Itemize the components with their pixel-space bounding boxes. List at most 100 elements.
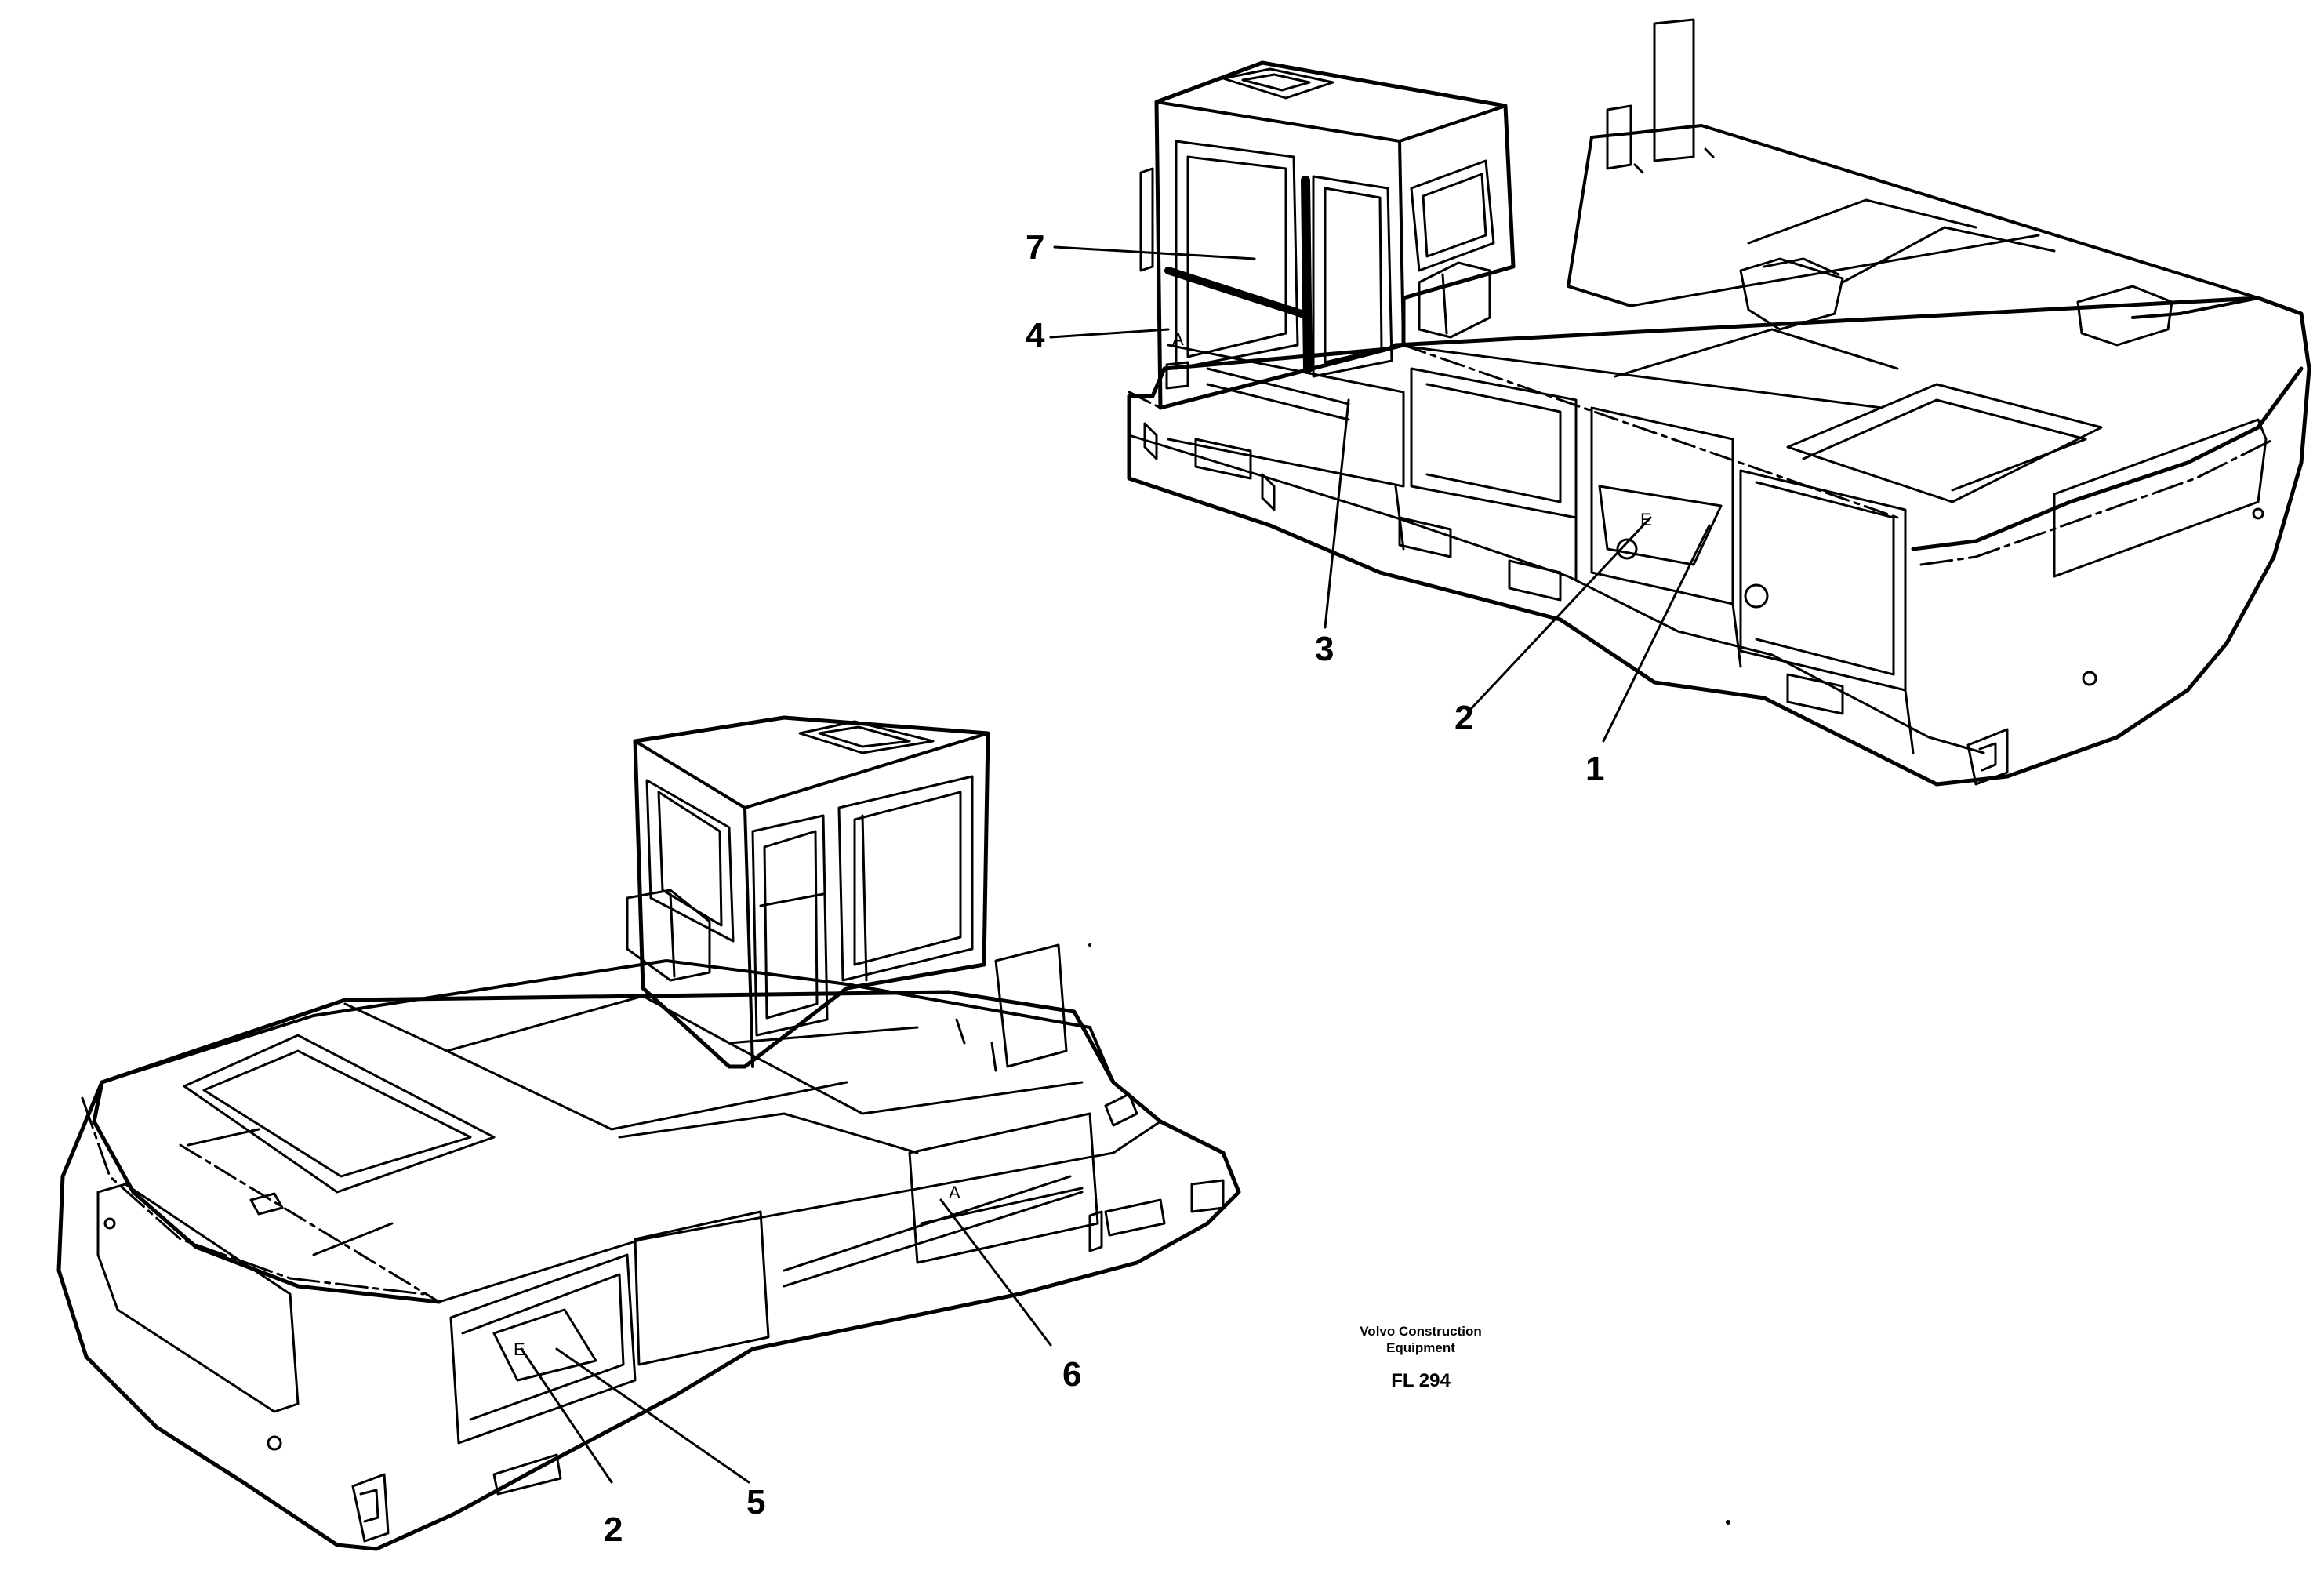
upper-side-step-4 <box>1786 673 1844 715</box>
upper-decal-large <box>1598 485 1723 566</box>
lower-counterweight-bolt-2 <box>103 1217 116 1230</box>
upper-rear-box <box>2076 285 2173 347</box>
lower-counterweight-bolt <box>267 1435 282 1451</box>
upper-service-door-2 <box>1590 406 1734 605</box>
upper-cab-seal-horizontal <box>1164 267 1305 318</box>
upper-deck-seam-5 <box>1614 328 1899 378</box>
upper-hood-vent <box>1739 257 1844 331</box>
callout-7: 7 <box>1026 228 1044 267</box>
upper-cab-side-window <box>1175 140 1299 370</box>
upper-skirt-panel <box>1394 485 1915 754</box>
lower-deck-seam-6 <box>187 1128 394 1256</box>
upper-side-step-1 <box>1194 438 1252 480</box>
lower-deck-dashed-edge <box>179 1143 441 1303</box>
upper-service-door-3-inner <box>1755 481 1895 676</box>
lower-deck-seam-3 <box>641 994 919 1045</box>
leader-line-5 <box>555 1347 750 1484</box>
upper-mark-a: A <box>1172 329 1184 349</box>
lower-cab-door-bar <box>759 892 825 907</box>
lower-side-door-3 <box>908 1112 1099 1264</box>
upper-deck-seam-1 <box>1747 198 1977 245</box>
lower-large-hatch <box>183 1034 496 1194</box>
lower-side-bracket-2 <box>1104 1092 1138 1127</box>
leader-line-7 <box>1053 245 1256 260</box>
lower-cab-side-window-inner <box>853 791 962 966</box>
upper-cab-skylight <box>1222 67 1334 100</box>
callout-4: 4 <box>1026 316 1045 354</box>
upper-side-step-3 <box>1508 559 1562 602</box>
lower-cab-skylight <box>798 720 935 754</box>
upper-counterweight-window <box>2053 418 2268 578</box>
lower-deck-seam-5 <box>618 1112 919 1154</box>
lower-cab-skylight-inner <box>818 725 911 748</box>
upper-side-bracket-1 <box>1143 422 1158 460</box>
lower-counterweight-inner <box>81 1096 425 1296</box>
lower-exhaust-tabs <box>955 1018 997 1072</box>
upper-exhaust-stack-1 <box>1653 18 1695 162</box>
lower-front-bumper-detail <box>359 1489 379 1523</box>
lower-mark-a: A <box>949 1183 960 1202</box>
upper-cab-grip <box>1139 167 1154 272</box>
lower-front-bumper <box>351 1473 390 1543</box>
lower-side-step-2 <box>1190 1179 1225 1213</box>
lower-machine <box>56 715 1241 1551</box>
lower-cab-door-window <box>751 814 829 1037</box>
upper-cab-door-window <box>1312 175 1393 378</box>
lower-skirt-panel <box>492 1453 562 1496</box>
lower-cab-front-window-inner <box>657 791 723 927</box>
leader-line-4 <box>1049 328 1170 339</box>
leader-line-6 <box>939 1198 1052 1347</box>
lower-counterweight-window <box>96 1183 300 1413</box>
upper-deck-dashed-edge <box>1128 344 1899 519</box>
upper-cab-front-window <box>1410 159 1495 272</box>
lower-exhaust-plate <box>994 943 1068 1068</box>
upper-cab-light-face <box>1441 273 1448 335</box>
lower-deck-seam-4 <box>728 1042 1084 1115</box>
upper-side-bracket-2 <box>1261 473 1276 511</box>
upper-large-hatch <box>1786 383 2103 503</box>
upper-cab-side-window-inner <box>1186 155 1287 358</box>
callout-1: 1 <box>1585 750 1604 788</box>
lower-side-step-1 <box>1104 1198 1166 1237</box>
upper-cab-front-edge <box>1398 140 1405 347</box>
upper-machine <box>1127 18 2311 787</box>
lower-cab-side-window <box>837 775 974 982</box>
leader-line-2b <box>520 1347 613 1484</box>
upper-counterweight <box>1911 366 2304 551</box>
lower-side-bracket-1 <box>1088 1210 1103 1252</box>
lower-cab-roof-edge <box>634 732 990 809</box>
lower-side-panel-front <box>438 1120 1162 1303</box>
lower-side-strip-2 <box>783 1175 1072 1272</box>
upper-deck-seam-4 <box>1394 344 1883 409</box>
speck-2 <box>1088 943 1091 947</box>
upper-engine-hood-front <box>1567 136 1632 307</box>
upper-hood-vent-top <box>1763 257 1840 276</box>
upper-counterweight-inner <box>1919 438 2275 566</box>
diagram-caption: Volvo Construction Equipment FL 294 <box>1360 1324 1482 1391</box>
speck-1 <box>1726 1520 1730 1525</box>
lower-hatch-latch <box>249 1192 284 1216</box>
lower-deck-top <box>100 959 1115 1084</box>
lower-cab-light-face <box>669 892 676 978</box>
lower-side-door-1-inner <box>461 1273 625 1421</box>
callout-2-upper: 2 <box>1454 699 1473 737</box>
lower-side-door-2 <box>634 1210 770 1366</box>
upper-service-door-1-inner <box>1425 383 1562 503</box>
leader-lines <box>520 245 1711 1484</box>
upper-door-latch-1 <box>1744 583 1769 609</box>
upper-rear-bumper <box>1966 728 2009 786</box>
upper-engine-hood <box>1590 124 2260 319</box>
leader-line-1 <box>1602 524 1711 743</box>
upper-cab-lower-strip <box>1206 367 1350 405</box>
callout-5: 5 <box>746 1483 765 1521</box>
upper-cab-light <box>1418 261 1491 339</box>
upper-mark-e: E <box>1640 510 1652 529</box>
upper-cab-skylight-inner <box>1241 73 1311 92</box>
upper-rear-bumper-detail <box>1978 742 1997 772</box>
upper-front-badge <box>1165 361 1189 390</box>
callout-2-lower: 2 <box>604 1510 623 1549</box>
caption-company-line1: Volvo Construction <box>1360 1324 1482 1339</box>
upper-cab-lower-strip-2 <box>1206 383 1350 421</box>
